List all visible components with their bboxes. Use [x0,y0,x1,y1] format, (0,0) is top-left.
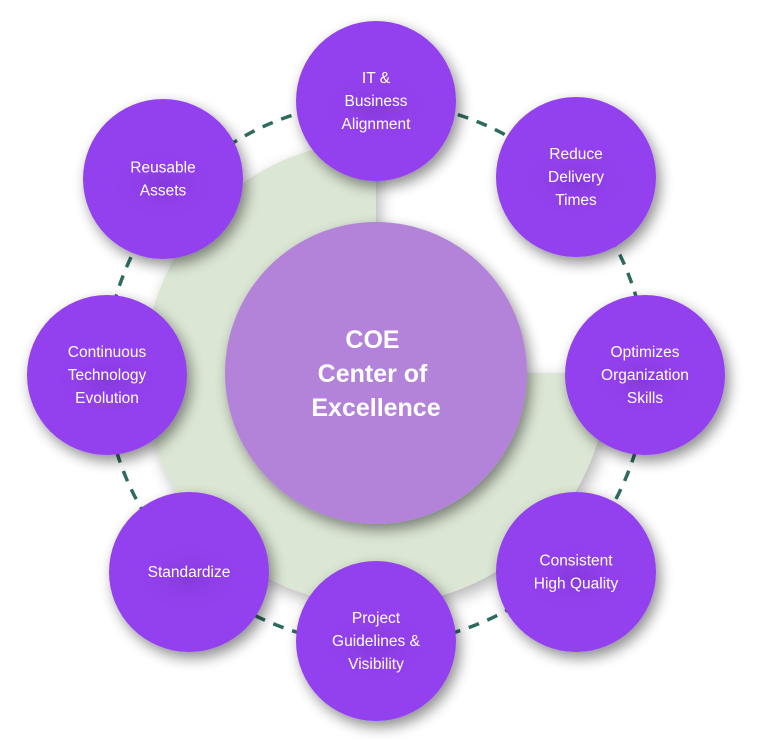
node-label-line: Times [555,192,597,209]
node-label-line: Technology [68,367,147,384]
node-label-line: Reusable [130,160,196,177]
center-label-line: Excellence [311,394,440,422]
node-glow [516,536,636,616]
node-label-line: Business [345,93,408,110]
node-glow [316,65,436,145]
node-label-line: Delivery [548,169,604,186]
node-label-line: Guidelines & [332,633,421,650]
center-label-line: COE [345,326,399,354]
node-label-line: Consistent [539,553,613,570]
node-label-line: Project [352,610,401,627]
node-label-line: High Quality [534,576,619,593]
node-label-line: Visibility [348,656,404,673]
node-label-line: Evolution [75,390,139,407]
node-label: Standardize [148,564,231,581]
center-circle [225,222,527,524]
node-glow [47,339,167,419]
center-label: COE Center of Excellence [311,326,440,422]
node-label-line: IT & [362,70,391,87]
node-glow [103,143,223,223]
node-standardize: Standardize [109,492,269,652]
node-label-line: Standardize [148,564,231,581]
node-label-line: Optimizes [611,344,680,361]
node-label-line: Continuous [68,344,147,361]
node-label-line: Assets [140,183,187,200]
node-label-line: Skills [627,390,663,407]
node-label-line: Reduce [549,146,602,163]
center-label-line: Center of [318,360,428,388]
node-glow [316,605,436,685]
node-label-line: Organization [601,367,689,384]
node-glow [129,536,249,616]
node-glow [585,339,705,419]
node-label-line: Alignment [342,116,412,133]
node-glow [516,141,636,221]
center-hub: COE Center of Excellence [225,222,527,524]
